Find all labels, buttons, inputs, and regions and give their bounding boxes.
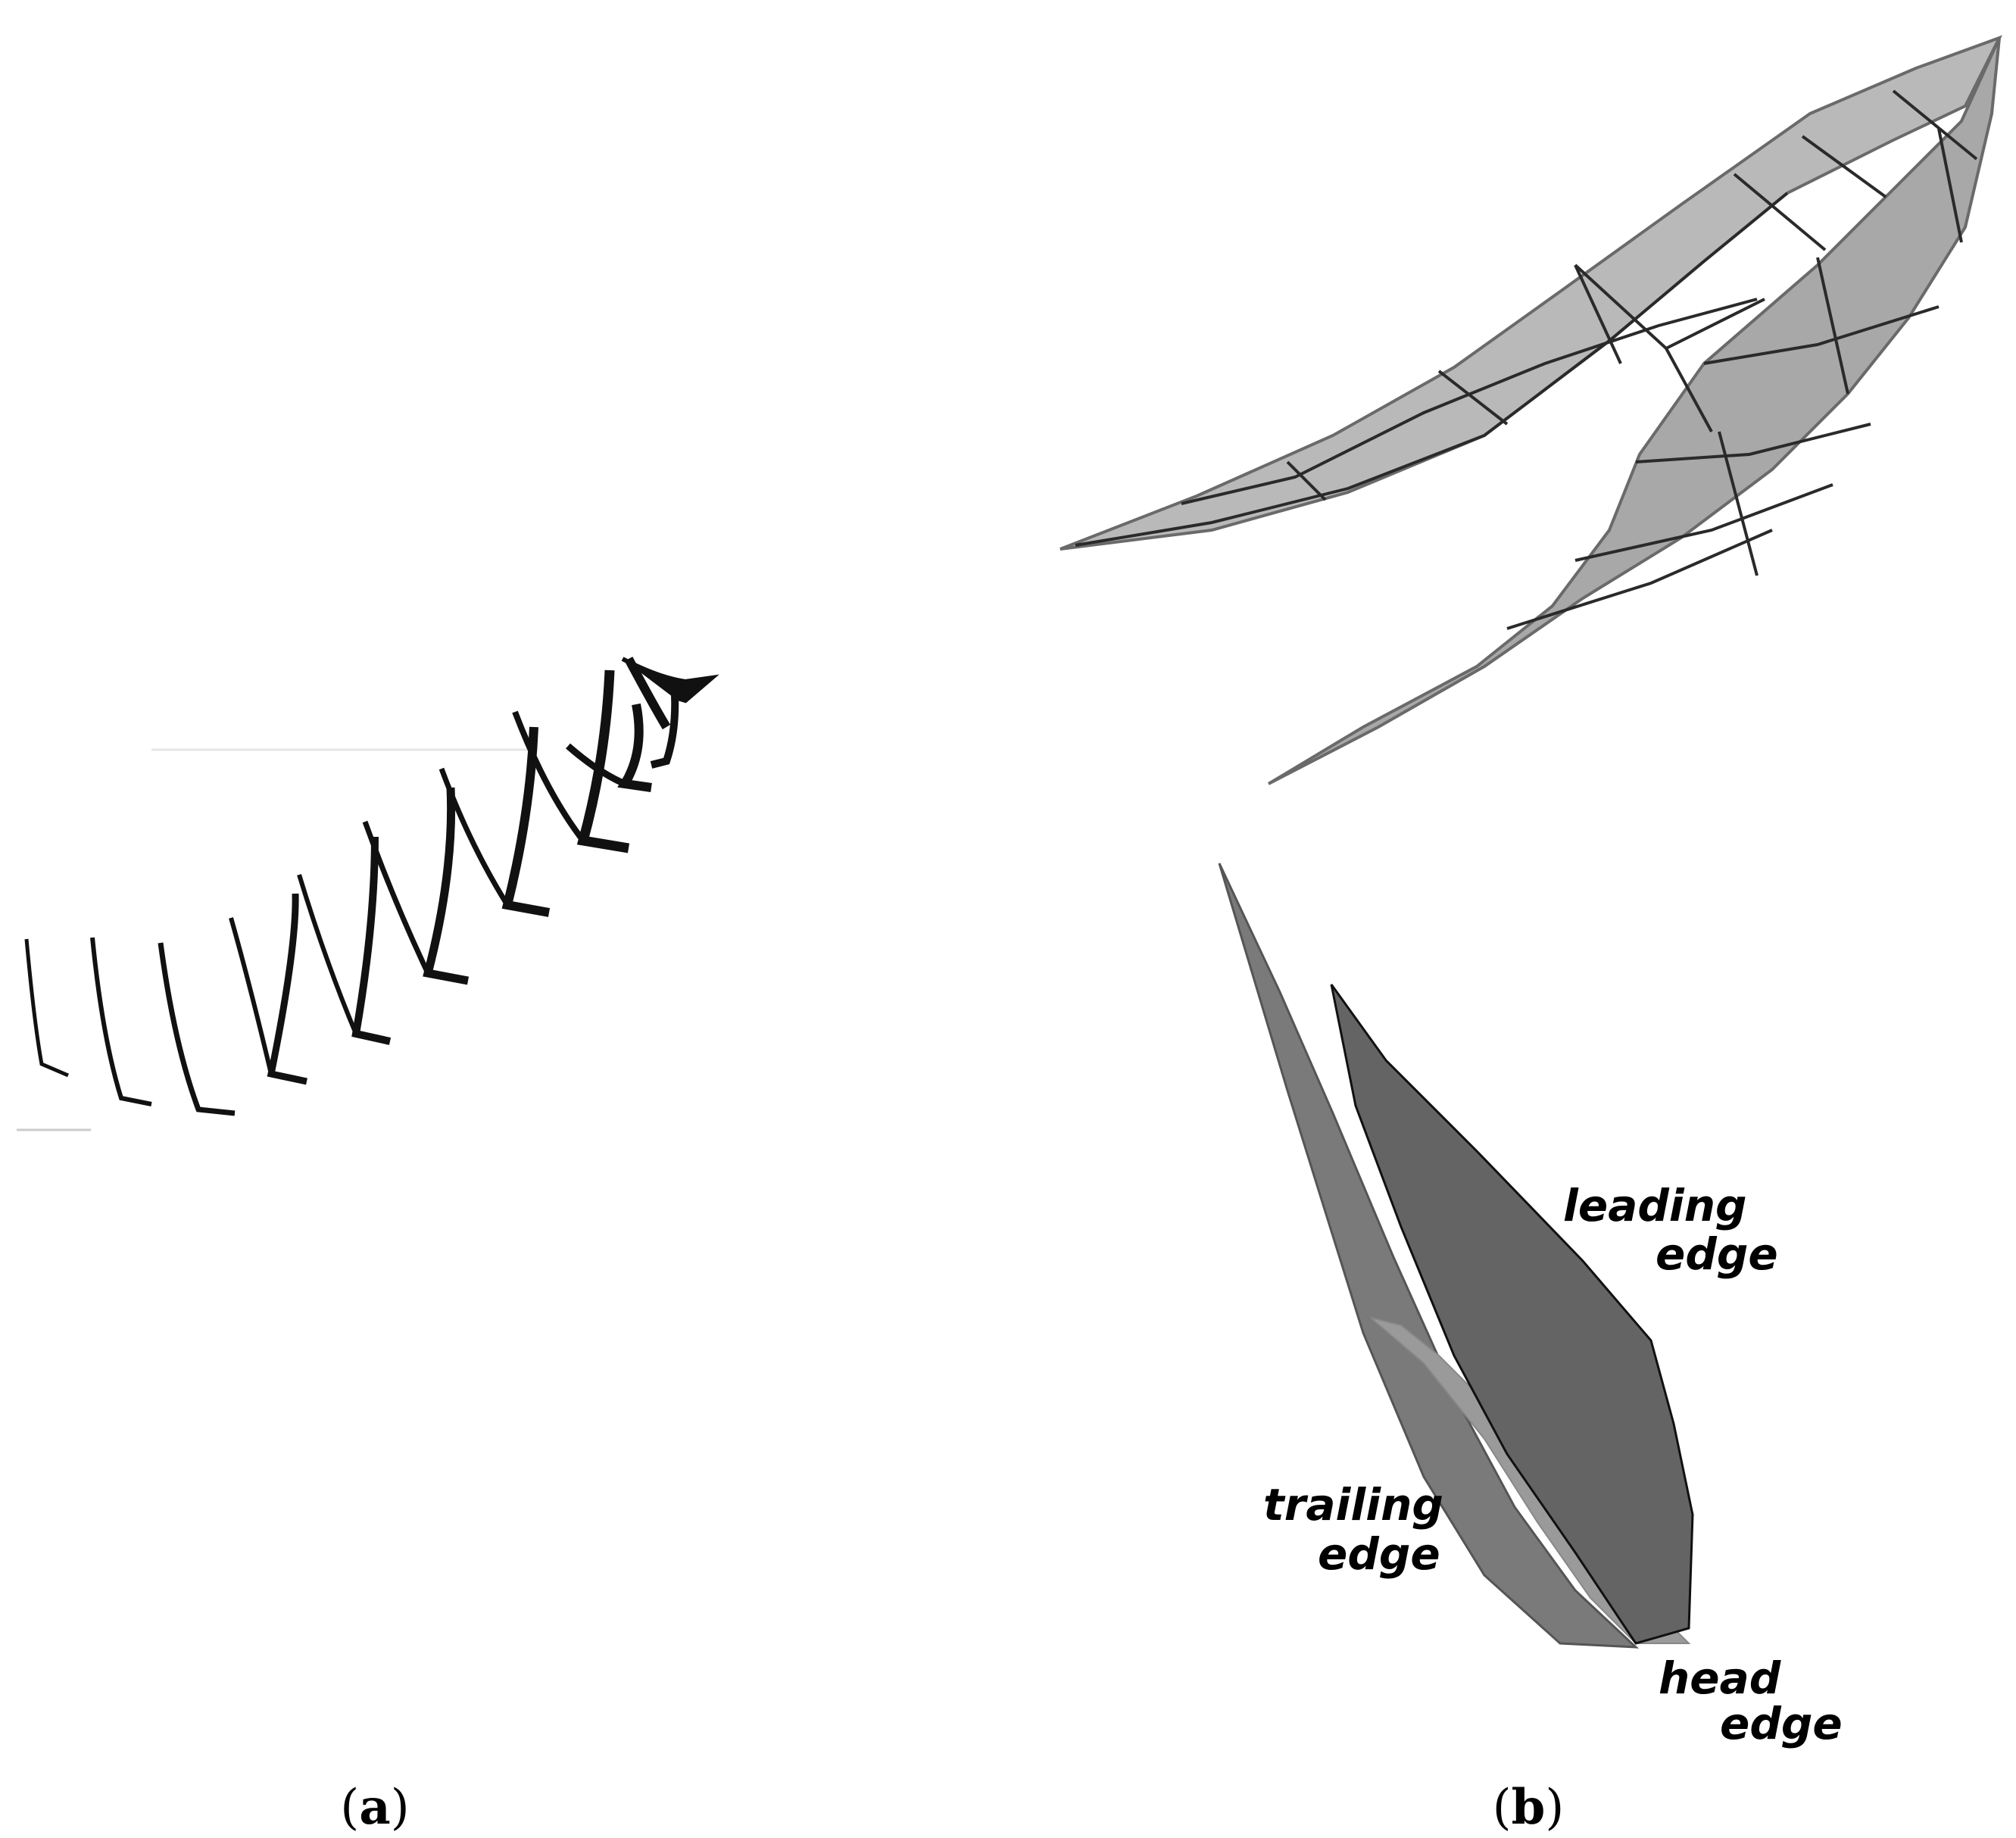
panel-a-label: (a): [340, 1779, 409, 1836]
trailing-edge-label-line2: edge: [1318, 1528, 1440, 1580]
annotation-head-edge: head edge: [1659, 1652, 1843, 1749]
head-edge-label-line2: edge: [1720, 1698, 1843, 1749]
side-view-leading-surface: [1330, 984, 1694, 1645]
head-edge-label-line1: head: [1659, 1652, 1781, 1704]
strip-6: [362, 787, 470, 985]
strip-9: [566, 703, 652, 792]
trailing-edge-label-line1: trailing: [1263, 1479, 1443, 1531]
upper-wing-lobe-right: [1267, 37, 2001, 785]
annotation-leading-edge: leading edge: [1563, 1180, 1778, 1280]
strip-4: [229, 893, 307, 1085]
strip-3: [158, 942, 236, 1116]
strip-2: [90, 937, 152, 1106]
leading-edge-label-line2: edge: [1656, 1228, 1778, 1280]
strip-8: [512, 669, 630, 853]
strip-5: [297, 836, 392, 1045]
panel-a-strip-sequence: [17, 657, 719, 1131]
leading-edge-label-line1: leading: [1563, 1180, 1747, 1231]
strip-1: [24, 938, 69, 1078]
panel-b-side-view: [1218, 863, 1694, 1649]
panel-b-label: (b): [1493, 1779, 1565, 1836]
side-view-trailing-surface: [1218, 863, 1640, 1649]
panel-b-upper-wing: [1059, 35, 2003, 785]
upper-wing-mesh: [1075, 89, 1978, 630]
strip-11: [621, 657, 719, 704]
annotation-trailing-edge: trailing edge: [1263, 1479, 1443, 1580]
